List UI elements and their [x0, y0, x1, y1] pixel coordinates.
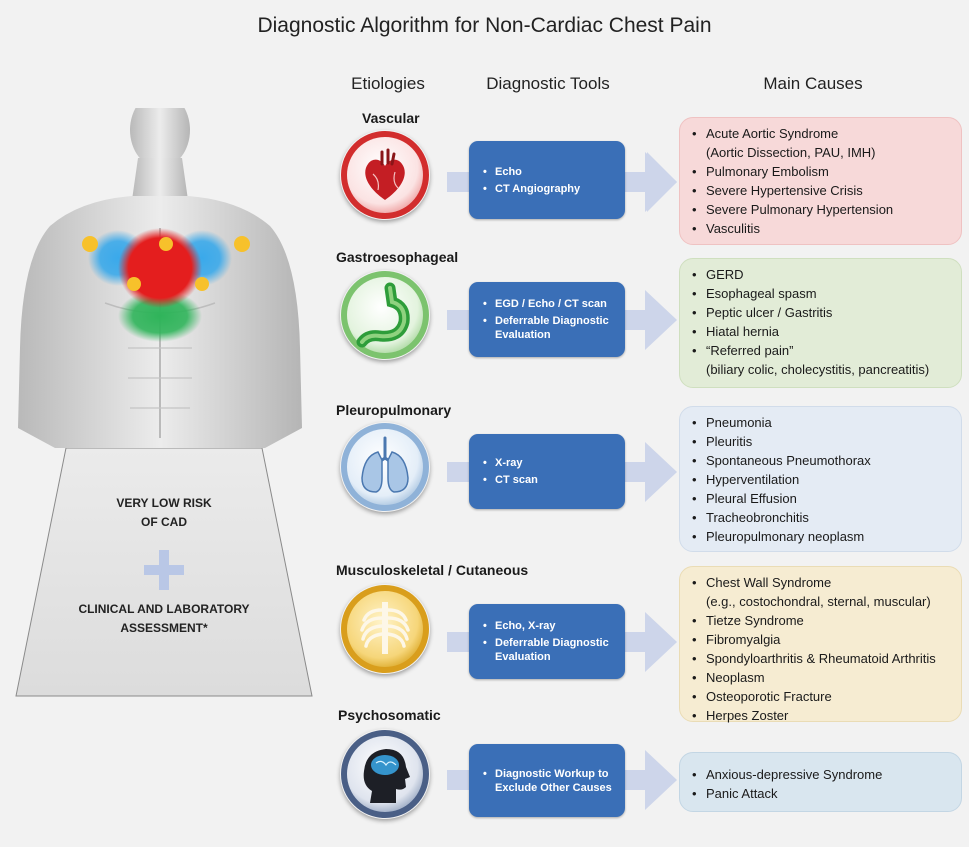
- cause-item: Severe Pulmonary Hypertension: [690, 200, 953, 219]
- arrow-vascular: [447, 150, 677, 214]
- cause-item: Chest Wall Syndrome: [690, 573, 953, 592]
- cause-item: Esophageal spasm: [690, 284, 953, 303]
- tool-item: EGD / Echo / CT scan: [481, 297, 617, 311]
- header-etiologies: Etiologies: [351, 74, 425, 93]
- cause-item: Fibromyalgia: [690, 630, 953, 649]
- etiology-label-gastroesophageal: Gastroesophageal: [336, 249, 459, 265]
- tool-box-pleuropulmonary: X-ray CT scan: [469, 434, 625, 509]
- risk-line-3: CLINICAL AND LABORATORY: [78, 602, 250, 616]
- cause-item: Panic Attack: [690, 784, 953, 803]
- cause-item: Osteoporotic Fracture: [690, 687, 953, 706]
- arrow-musculoskeletal: [447, 610, 677, 674]
- causes-box-psychosomatic: Anxious-depressive Syndrome Panic Attack: [679, 752, 962, 812]
- header-diagnostic-tools: Diagnostic Tools: [486, 74, 610, 93]
- tool-item: CT Angiography: [481, 182, 617, 196]
- cause-item: Pleural Effusion: [690, 489, 953, 508]
- heart-icon: [340, 130, 430, 220]
- cause-item: Peptic ulcer / Gastritis: [690, 303, 953, 322]
- cause-item: Pleuropulmonary neoplasm: [690, 527, 953, 546]
- causes-box-vascular: Acute Aortic Syndrome (Aortic Dissection…: [679, 117, 962, 245]
- causes-box-musculoskeletal: Chest Wall Syndrome (e.g., costochondral…: [679, 566, 962, 725]
- arrow-psychosomatic: [447, 748, 677, 812]
- cause-item-detail: (Aortic Dissection, PAU, IMH): [706, 145, 876, 160]
- tool-item: CT scan: [481, 473, 617, 487]
- tool-item: Deferrable Diagnostic Evaluation: [481, 636, 617, 664]
- etiology-label-musculoskeletal: Musculoskeletal / Cutaneous: [336, 562, 529, 578]
- cause-item: Tracheobronchitis: [690, 508, 953, 527]
- cause-item: “Referred pain”: [690, 341, 953, 360]
- stomach-icon: [340, 270, 430, 360]
- risk-line-4: ASSESSMENT*: [120, 621, 208, 635]
- diagram-title: Diagnostic Algorithm for Non-Cardiac Che…: [257, 14, 712, 37]
- tool-box-musculoskeletal: Echo, X-ray Deferrable Diagnostic Evalua…: [469, 604, 625, 679]
- header-main-causes: Main Causes: [763, 74, 863, 93]
- cause-item: Neoplasm: [690, 668, 953, 687]
- cause-item-detail: (e.g., costochondral, sternal, muscular): [706, 594, 931, 609]
- arrow-gastroesophageal: [447, 288, 677, 352]
- cause-item: Pleuritis: [690, 432, 953, 451]
- cause-item: Spontaneous Pneumothorax: [690, 451, 953, 470]
- cause-item: GERD: [690, 265, 953, 284]
- risk-line-2: OF CAD: [141, 515, 187, 529]
- ribcage-icon: [340, 584, 430, 674]
- tool-item: Echo: [481, 165, 617, 179]
- tool-box-gastroesophageal: EGD / Echo / CT scan Deferrable Diagnost…: [469, 282, 625, 357]
- tool-item: Deferrable Diagnostic Evaluation: [481, 314, 617, 342]
- tool-item: Echo, X-ray: [481, 619, 617, 633]
- causes-box-gastroesophageal: GERD Esophageal spasm Peptic ulcer / Gas…: [679, 258, 962, 388]
- risk-panel: VERY LOW RISK OF CAD CLINICAL AND LABORA…: [14, 448, 314, 698]
- cause-item: Tietze Syndrome: [690, 611, 953, 630]
- arrow-pleuropulmonary: [447, 440, 677, 504]
- cause-item: Anxious-depressive Syndrome: [690, 765, 953, 784]
- cause-item: Herpes Zoster: [690, 706, 953, 725]
- tool-item: X-ray: [481, 456, 617, 470]
- cause-item: Vasculitis: [690, 219, 953, 238]
- risk-line-1: VERY LOW RISK: [116, 496, 212, 510]
- tool-box-psychosomatic: Diagnostic Workup to Exclude Other Cause…: [469, 744, 625, 817]
- tool-box-vascular: Echo CT Angiography: [469, 141, 625, 219]
- cause-item: Hyperventilation: [690, 470, 953, 489]
- cause-item: Pneumonia: [690, 413, 953, 432]
- tool-item: Diagnostic Workup to Exclude Other Cause…: [481, 767, 617, 795]
- brain-head-icon: [340, 729, 430, 819]
- cause-item: Severe Hypertensive Crisis: [690, 181, 953, 200]
- causes-box-pleuropulmonary: Pneumonia Pleuritis Spontaneous Pneumoth…: [679, 406, 962, 552]
- plus-icon: [144, 550, 184, 590]
- cause-item-detail: (biliary colic, cholecystitis, pancreati…: [706, 362, 930, 377]
- cause-item: Acute Aortic Syndrome: [690, 124, 953, 143]
- cause-item: Spondyloarthritis & Rheumatoid Arthritis: [690, 649, 953, 668]
- cause-item: Hiatal hernia: [690, 322, 953, 341]
- etiology-label-vascular: Vascular: [362, 110, 420, 126]
- etiology-label-psychosomatic: Psychosomatic: [338, 707, 441, 723]
- lungs-icon: [340, 422, 430, 512]
- etiology-label-pleuropulmonary: Pleuropulmonary: [336, 402, 452, 418]
- torso-illustration: [10, 92, 310, 448]
- cause-item: Pulmonary Embolism: [690, 162, 953, 181]
